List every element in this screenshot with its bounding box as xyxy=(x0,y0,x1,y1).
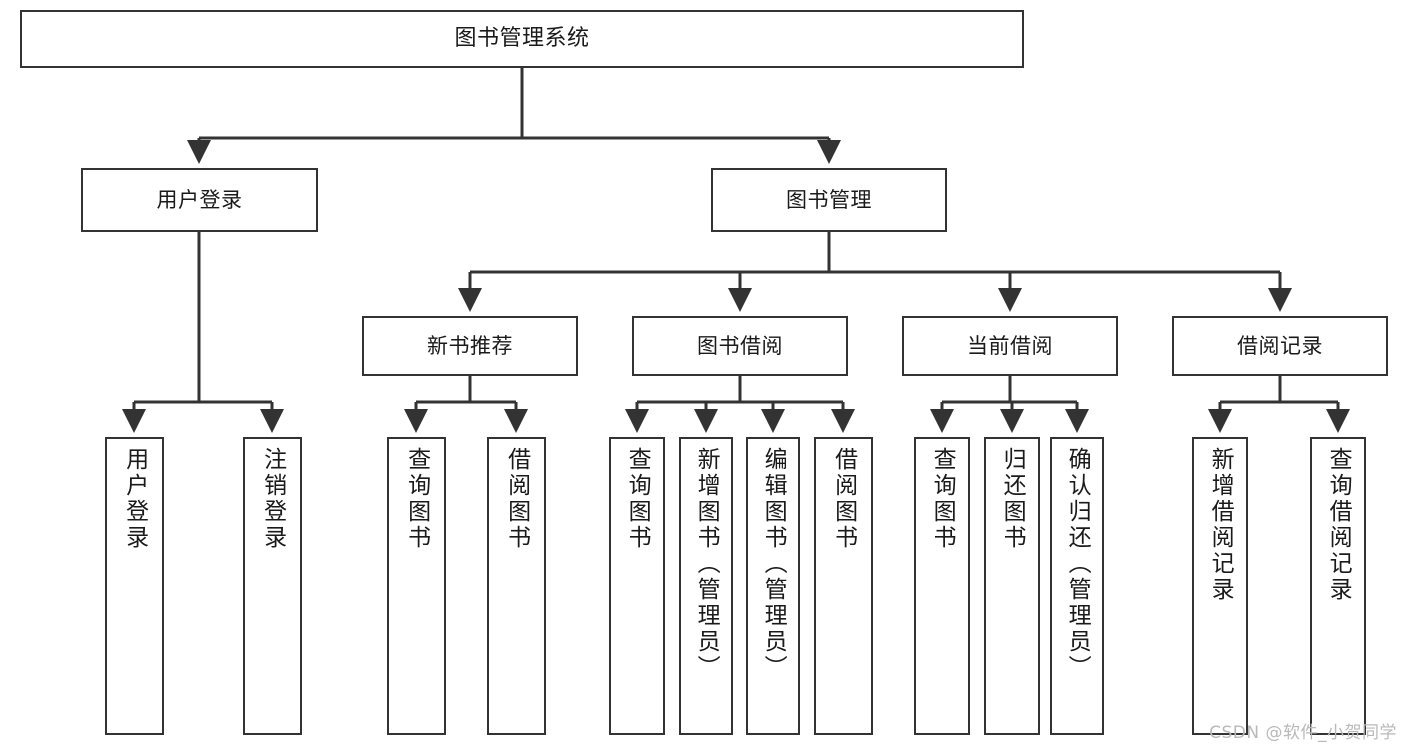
watermark-text: CSDN @软件_小贺同学 xyxy=(1209,723,1397,743)
node-root-label: 图书管理系统 xyxy=(454,26,590,52)
node-new-book-rec[interactable]: 新书推荐 xyxy=(362,316,578,376)
node-leaf-rec-query-book-label: 查询图书 xyxy=(403,447,430,551)
node-book-borrow-label: 图书借阅 xyxy=(697,333,783,358)
node-leaf-borrow-add-book[interactable]: 新增图书（管理员） xyxy=(679,437,733,735)
node-leaf-borrow-add-book-label: 新增图书（管理员） xyxy=(693,447,720,681)
node-leaf-rec-query-record[interactable]: 查询借阅记录 xyxy=(1310,437,1366,735)
node-current-borrow-label: 当前借阅 xyxy=(967,333,1053,358)
node-leaf-borrow-borrow-book-label: 借阅图书 xyxy=(830,447,857,551)
node-book-borrow[interactable]: 图书借阅 xyxy=(632,316,848,376)
node-leaf-cur-return-book-label: 归还图书 xyxy=(999,447,1026,551)
node-leaf-user-login-label: 用户登录 xyxy=(121,447,148,551)
node-borrow-record[interactable]: 借阅记录 xyxy=(1172,316,1388,376)
node-book-manage-label: 图书管理 xyxy=(786,187,872,212)
node-leaf-cur-query-book[interactable]: 查询图书 xyxy=(914,437,970,735)
node-leaf-rec-borrow-book-label: 借阅图书 xyxy=(503,447,530,551)
node-leaf-cur-confirm-return-label: 确认归还（管理员） xyxy=(1064,447,1091,681)
node-current-borrow[interactable]: 当前借阅 xyxy=(902,316,1118,376)
node-leaf-rec-add-record-label: 新增借阅记录 xyxy=(1207,447,1234,603)
node-leaf-user-login[interactable]: 用户登录 xyxy=(105,437,164,735)
node-leaf-user-logout[interactable]: 注销登录 xyxy=(243,437,302,735)
node-leaf-rec-query-book[interactable]: 查询图书 xyxy=(387,437,446,735)
node-leaf-rec-query-record-label: 查询借阅记录 xyxy=(1325,447,1352,603)
node-leaf-rec-borrow-book[interactable]: 借阅图书 xyxy=(487,437,546,735)
node-leaf-borrow-borrow-book[interactable]: 借阅图书 xyxy=(814,437,873,735)
node-book-manage[interactable]: 图书管理 xyxy=(711,168,947,232)
node-user-login[interactable]: 用户登录 xyxy=(81,168,318,232)
node-user-login-label: 用户登录 xyxy=(156,187,243,212)
node-new-book-rec-label: 新书推荐 xyxy=(427,333,513,358)
node-leaf-cur-confirm-return[interactable]: 确认归还（管理员） xyxy=(1050,437,1104,735)
node-leaf-borrow-query-book[interactable]: 查询图书 xyxy=(609,437,665,735)
node-leaf-borrow-edit-book[interactable]: 编辑图书（管理员） xyxy=(746,437,800,735)
node-root[interactable]: 图书管理系统 xyxy=(20,10,1024,68)
node-leaf-cur-query-book-label: 查询图书 xyxy=(929,447,956,551)
node-borrow-record-label: 借阅记录 xyxy=(1237,333,1323,358)
node-leaf-cur-return-book[interactable]: 归还图书 xyxy=(984,437,1040,735)
node-leaf-rec-add-record[interactable]: 新增借阅记录 xyxy=(1192,437,1248,735)
node-leaf-borrow-edit-book-label: 编辑图书（管理员） xyxy=(760,447,787,681)
node-leaf-user-logout-label: 注销登录 xyxy=(259,447,286,551)
node-leaf-borrow-query-book-label: 查询图书 xyxy=(624,447,651,551)
